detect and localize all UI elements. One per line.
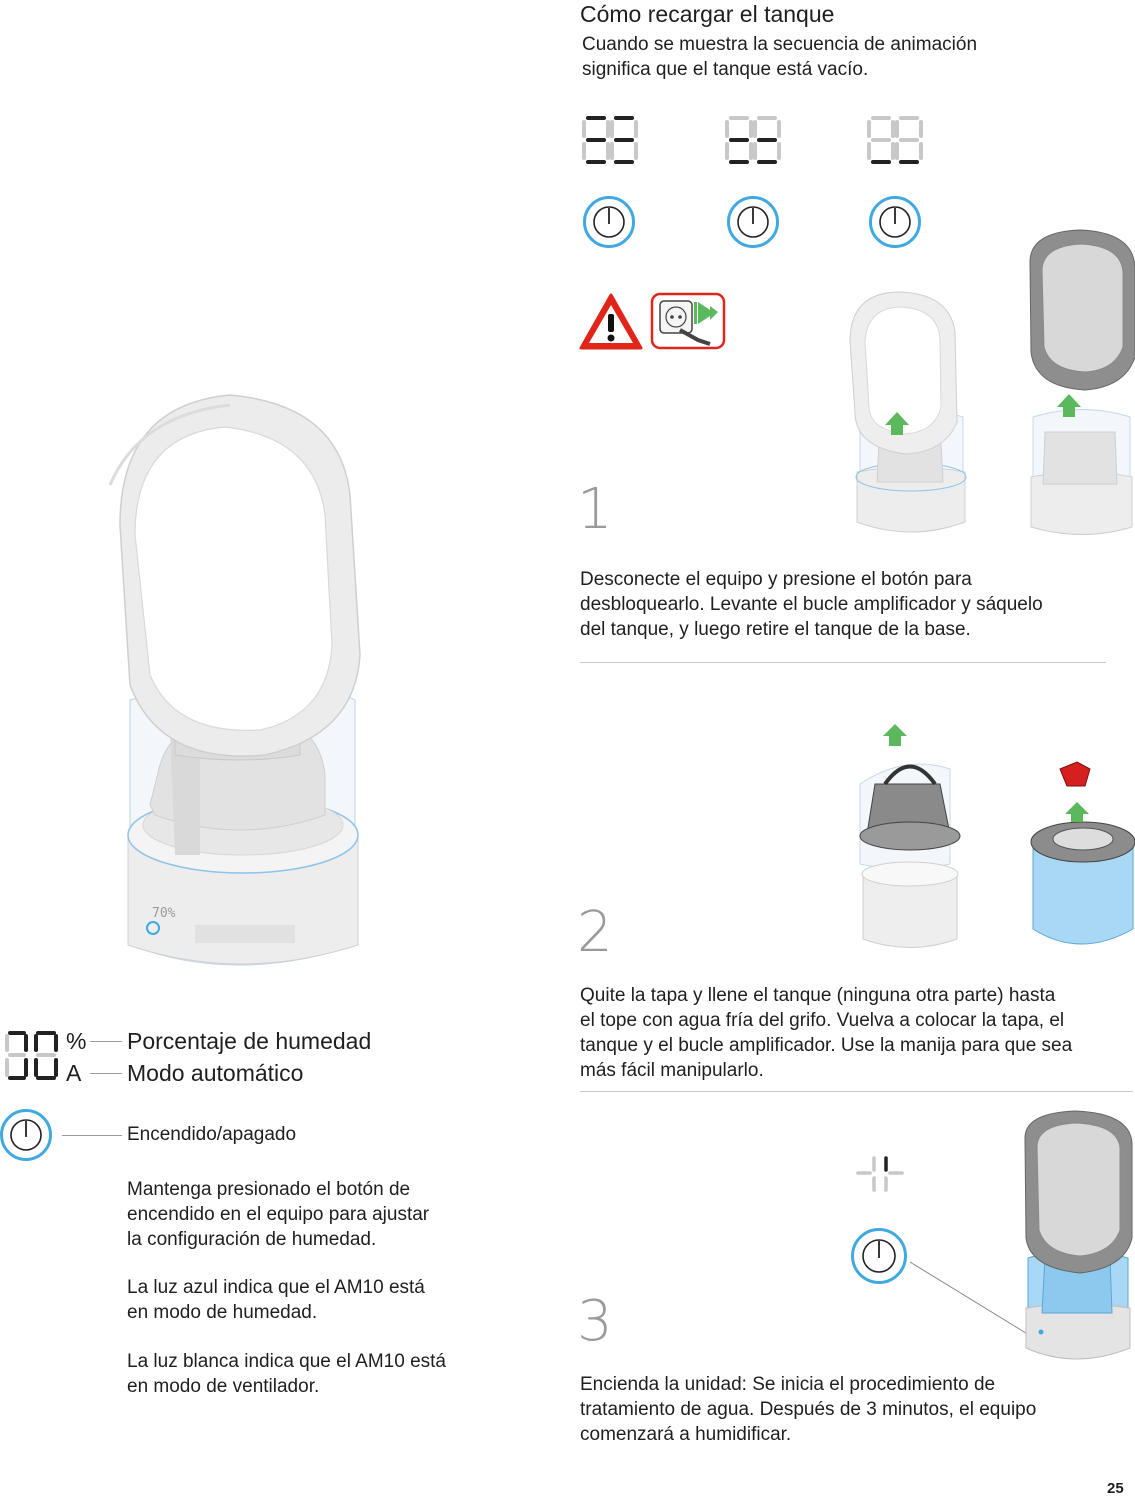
hold-power-paragraph: Mantenga presionado el botón de encendid… [127,1179,430,1250]
percent-symbol: % [66,1028,87,1054]
step-2-text: Quite la tapa y llene el tanque (ninguna… [580,985,1073,1081]
step-2-number: 2 [577,900,613,965]
digit-display-icon [5,1031,58,1080]
step-1-text: Desconecte el equipo y presione el botón… [580,569,1043,640]
power-icon [869,196,921,248]
page-title: Cómo recargar el tanque [580,1,835,27]
svg-text:70%: 70% [152,906,176,921]
power-label: Encendido/apagado [127,1124,297,1145]
leader-line [90,1041,122,1042]
humidifier-illustration: 70% [108,394,361,966]
auto-label: Modo automático [127,1060,304,1086]
segment-display-icon [856,1156,904,1192]
auto-symbol: A [66,1060,82,1086]
power-icon [851,1228,907,1284]
blue-light-paragraph: La luz azul indica que el AM10 está en m… [127,1277,425,1323]
unplug-icon [650,292,726,350]
divider [580,1091,1133,1092]
white-light-paragraph: La luz blanca indica que el AM10 está en… [127,1351,446,1397]
divider [580,662,1106,663]
power-icon [0,1109,52,1161]
leader-line [90,1073,122,1074]
leader-line [62,1135,122,1136]
warning-icon [579,293,643,350]
power-icon [583,196,635,248]
step-3-text: Encienda la unidad: Se inicia el procedi… [580,1374,1037,1445]
step-3-number: 3 [577,1289,613,1354]
pointer-line [909,1261,1035,1339]
step2-illustration [859,724,1135,948]
page-number: 25 [1107,1480,1124,1497]
intro-text: Cuando se muestra la secuencia de animac… [582,34,978,80]
step1-illustration [849,229,1135,535]
humidity-label: Porcentaje de humedad [127,1028,372,1054]
power-icon [727,196,779,248]
step3-illustration [1024,1110,1133,1360]
step-1-number: 1 [577,477,613,542]
empty-tank-animation [582,116,923,164]
